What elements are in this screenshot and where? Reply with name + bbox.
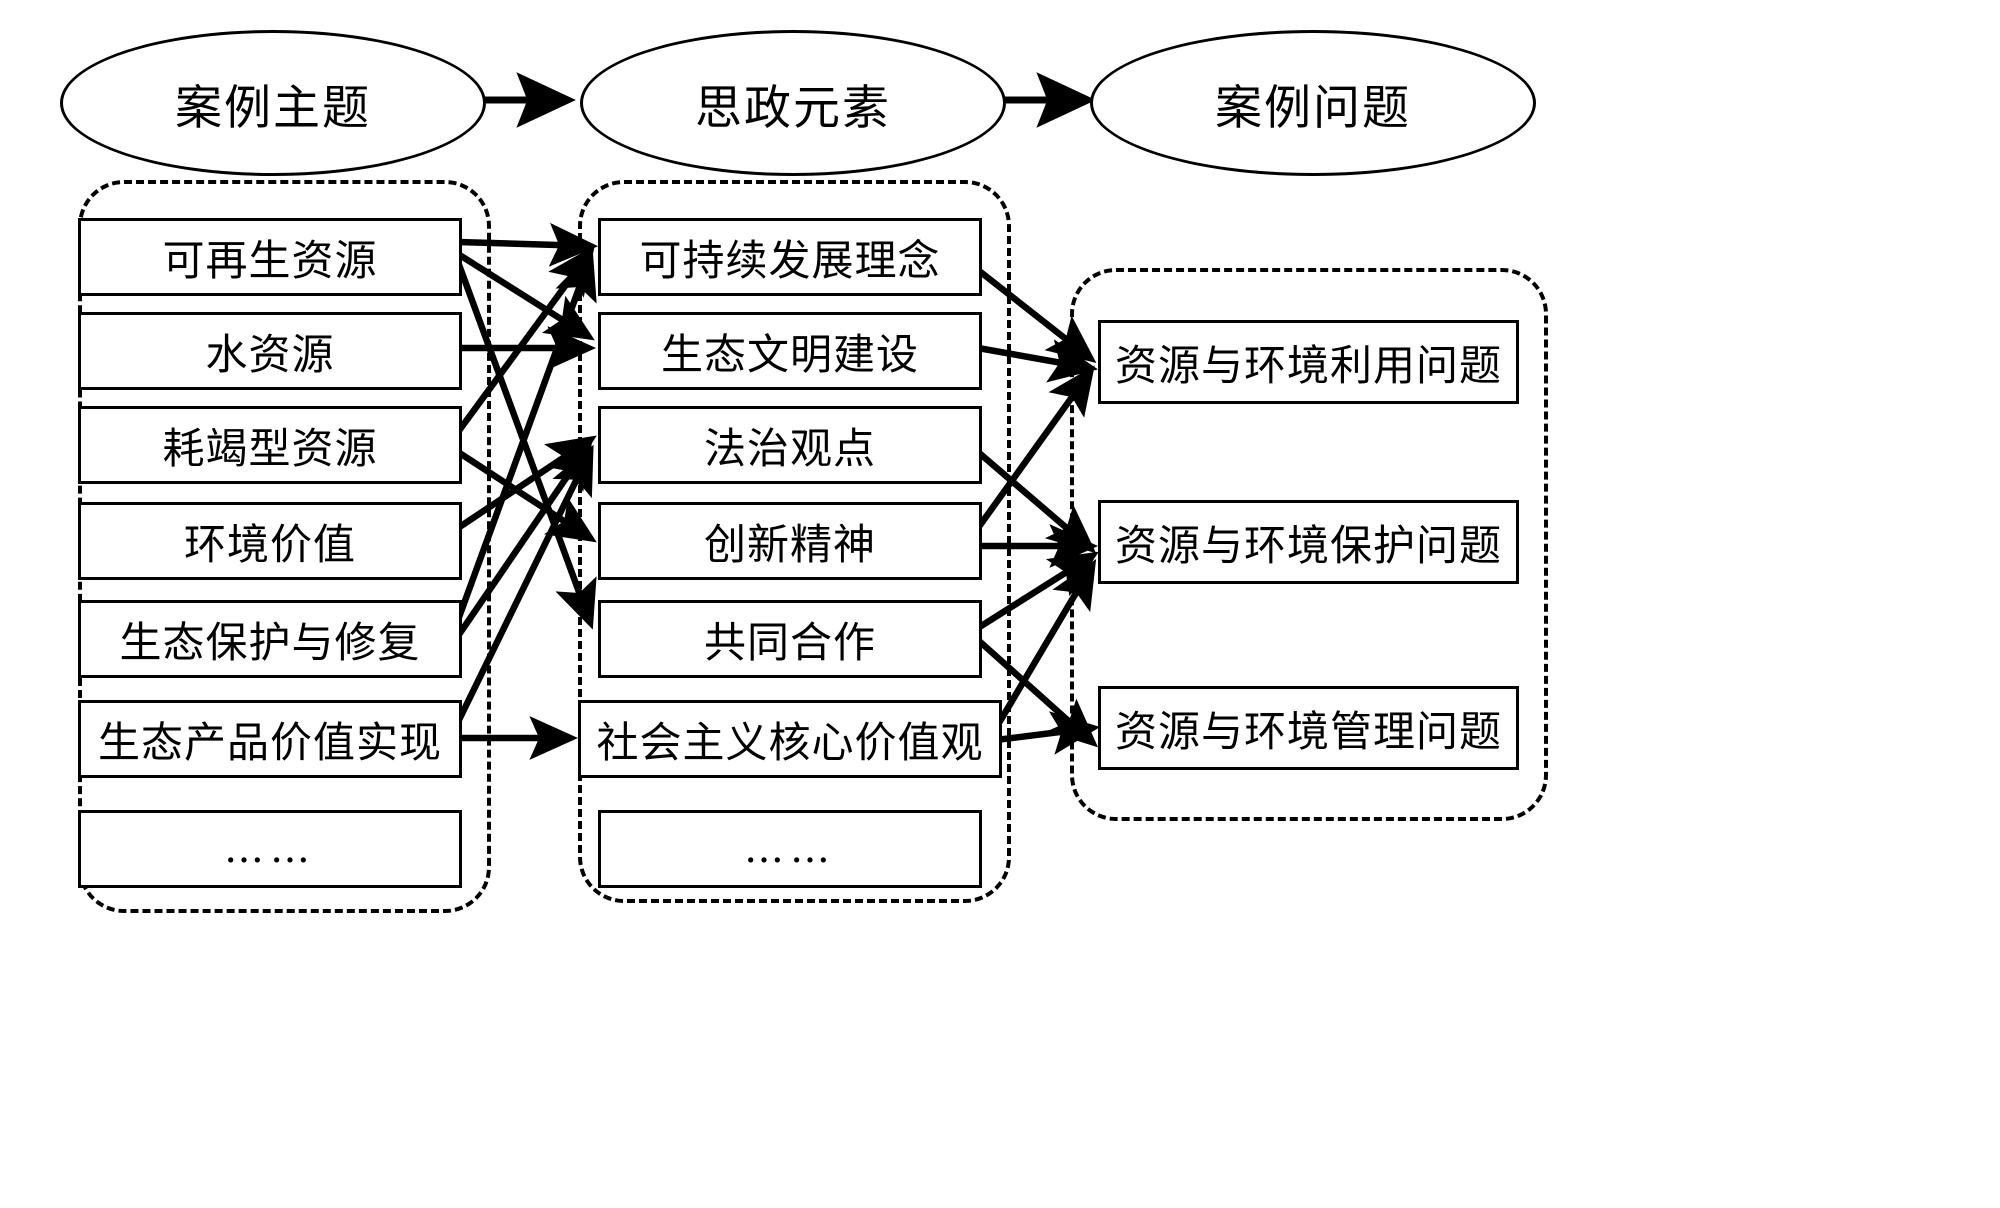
theme-item-depletable-resource[interactable]: 耗竭型资源	[78, 406, 462, 484]
problem-item-resource-environment-management[interactable]: 资源与环境管理问题	[1098, 686, 1519, 770]
header-label-case-theme: 案例主题	[175, 80, 371, 136]
theme-item-renewable-resource[interactable]: 可再生资源	[78, 218, 462, 296]
theme-item-label: 水资源	[205, 329, 335, 379]
link-ecoproduct-to-rule-of-law	[455, 444, 594, 724]
theme-item-label: ……	[224, 826, 316, 872]
theme-item-water-resource[interactable]: 水资源	[78, 312, 462, 390]
element-item-label: ……	[744, 826, 836, 872]
element-item-ellipsis[interactable]: ……	[598, 810, 982, 888]
theme-item-label: 环境价值	[183, 519, 356, 569]
header-ellipse-case-theme[interactable]: 案例主题	[60, 30, 486, 176]
header-ellipse-case-problem[interactable]: 案例问题	[1090, 30, 1536, 176]
theme-item-label: 生态产品价值实现	[97, 717, 442, 767]
element-item-joint-cooperation[interactable]: 共同合作	[598, 600, 982, 678]
element-item-label: 法治观点	[703, 423, 876, 473]
link-core-values-to-management	[995, 711, 1101, 755]
element-item-label: 可持续发展理念	[639, 235, 941, 285]
theme-item-label: 可再生资源	[162, 235, 378, 285]
group-ideology-element	[578, 180, 1011, 903]
header-ellipse-ideology-element[interactable]: 思政元素	[580, 30, 1006, 176]
element-item-label: 创新精神	[703, 519, 876, 569]
problem-item-label: 资源与环境保护问题	[1114, 520, 1502, 570]
header-label-ideology-element: 思政元素	[695, 80, 891, 136]
element-item-label: 共同合作	[703, 617, 876, 667]
group-case-problem	[1070, 268, 1548, 821]
theme-item-ellipsis[interactable]: ……	[78, 810, 462, 888]
link-depletable-to-innovation	[456, 449, 597, 543]
problem-item-label: 资源与环境利用问题	[1114, 340, 1502, 390]
link-core-values-to-protect	[993, 559, 1097, 730]
element-item-ecological-civilization-construction[interactable]: 生态文明建设	[598, 312, 982, 390]
problem-item-resource-environment-utilization[interactable]: 资源与环境利用问题	[1098, 320, 1519, 404]
element-item-sustainable-development-concept[interactable]: 可持续发展理念	[598, 218, 982, 296]
header-label-case-problem: 案例问题	[1215, 80, 1411, 136]
element-item-label: 社会主义核心价值观	[596, 717, 984, 767]
theme-item-label: 耗竭型资源	[162, 423, 378, 473]
link-ecoprotect-to-sustainable	[454, 250, 597, 622]
theme-item-ecological-protection-restoration[interactable]: 生态保护与修复	[78, 600, 462, 678]
problem-item-resource-environment-protection[interactable]: 资源与环境保护问题	[1098, 500, 1519, 584]
theme-item-eco-product-value-realization[interactable]: 生态产品价值实现	[78, 700, 462, 778]
link-renewable-to-sustainable	[457, 222, 599, 267]
theme-item-label: 生态保护与修复	[119, 617, 421, 667]
element-item-socialist-core-values[interactable]: 社会主义核心价值观	[578, 700, 1002, 778]
theme-item-environmental-value[interactable]: 环境价值	[78, 502, 462, 580]
problem-item-label: 资源与环境管理问题	[1114, 706, 1502, 756]
theme-to-element-links	[454, 222, 599, 760]
element-item-innovation-spirit[interactable]: 创新精神	[598, 502, 982, 580]
element-item-label: 生态文明建设	[660, 329, 919, 379]
element-item-rule-of-law-viewpoint[interactable]: 法治观点	[598, 406, 982, 484]
